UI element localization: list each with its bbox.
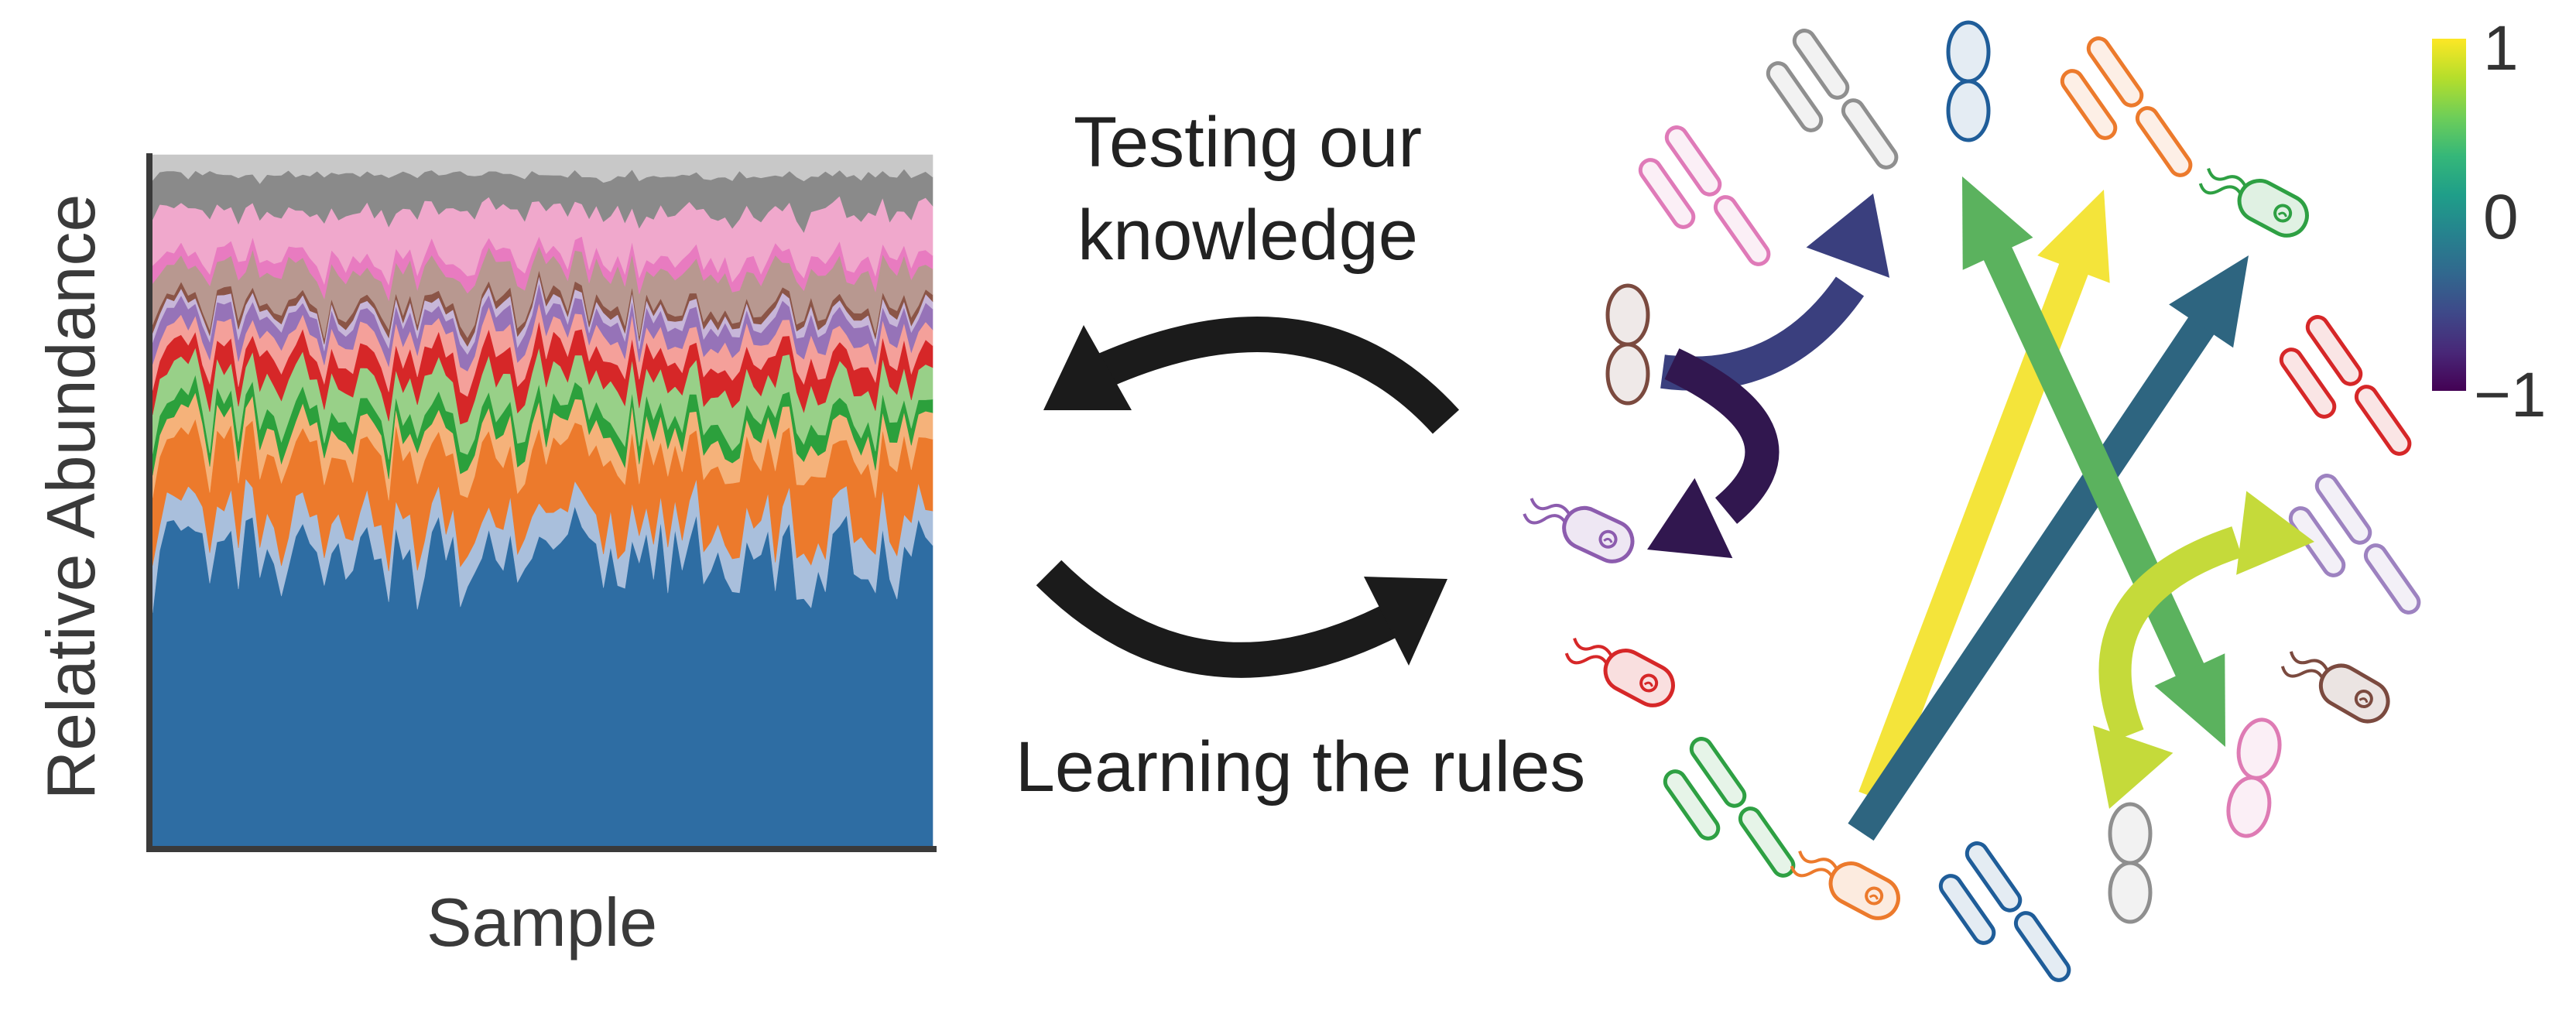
colorbar-mid-label: 0: [2483, 182, 2519, 252]
interaction-network: [1523, 20, 2421, 982]
pink-coccus-icon: [2226, 717, 2282, 838]
organisms: [1523, 20, 2421, 982]
abundance-chart: Relative Abundance Sample: [33, 153, 937, 960]
arrow-grey-lavender-bidirectional: [2098, 526, 2242, 741]
arrow-blue-pink-bidirectional-head: [2154, 653, 2225, 747]
red-flagellate-icon: [1564, 637, 1675, 707]
arrow-orange-to-green-head: [2169, 255, 2249, 348]
cycle-bottom-label: Learning the rules: [1016, 728, 1586, 806]
cycle-top-label-line2: knowledge: [1077, 196, 1418, 275]
arrow-brown-to-purple-head: [1647, 478, 1733, 559]
colorbar-min-label: −1: [2474, 360, 2547, 430]
brown-coccus-icon: [1605, 283, 1650, 406]
green-flagellate-icon: [2198, 167, 2309, 238]
lavender-rod-pair-icon: [2288, 474, 2421, 615]
x-axis-label: Sample: [426, 884, 657, 960]
bottom-cycle-arrow: [1036, 560, 1402, 678]
learning-cycle: Testing our knowledge Learning the rules: [1016, 103, 1586, 806]
top-cycle-arrow: [1098, 317, 1460, 434]
arrow-brown-to-grey-head: [1806, 193, 1890, 278]
area-layers: [152, 154, 933, 847]
purple-flagellate-icon: [1523, 498, 1635, 563]
colorbar: 1 0 −1: [2432, 13, 2547, 430]
brown-flagellate-icon: [2280, 651, 2390, 724]
orange-flagellate-icon: [1790, 850, 1900, 920]
bottom-cycle-arrowhead: [1364, 577, 1447, 666]
grey-rod-pair-icon: [1766, 29, 1899, 170]
top-cycle-arrowhead: [1043, 325, 1132, 410]
arrow-orange-to-green: [1848, 313, 2217, 841]
pink-rod-pair-icon: [1638, 125, 1771, 266]
blue-rod-pair-icon: [1938, 841, 2071, 982]
grey-coccus-icon: [2108, 802, 2153, 924]
arrow-brown-to-purple: [1664, 348, 1780, 524]
arrow-grey-lavender-bidirectional-head: [2236, 491, 2314, 575]
interaction-arrows: [1647, 176, 2314, 841]
colorbar-gradient: [2432, 39, 2466, 391]
arrow-blue-pink-bidirectional-tail-head: [1962, 176, 2033, 270]
arrow-orange-to-top-yellow-head: [2037, 190, 2110, 283]
red-rod-pair-icon: [2279, 315, 2412, 456]
blue-coccus-icon: [1946, 20, 1991, 142]
green-rod-pair-icon: [1663, 737, 1796, 878]
arrow-grey-lavender-bidirectional-tail-head: [2093, 725, 2174, 809]
cycle-top-label-line1: Testing our: [1074, 103, 1422, 182]
y-axis-label: Relative Abundance: [33, 194, 109, 800]
orange-rod-pair-icon: [2060, 36, 2193, 177]
colorbar-max-label: 1: [2483, 13, 2519, 84]
area-series-16: [152, 154, 933, 184]
